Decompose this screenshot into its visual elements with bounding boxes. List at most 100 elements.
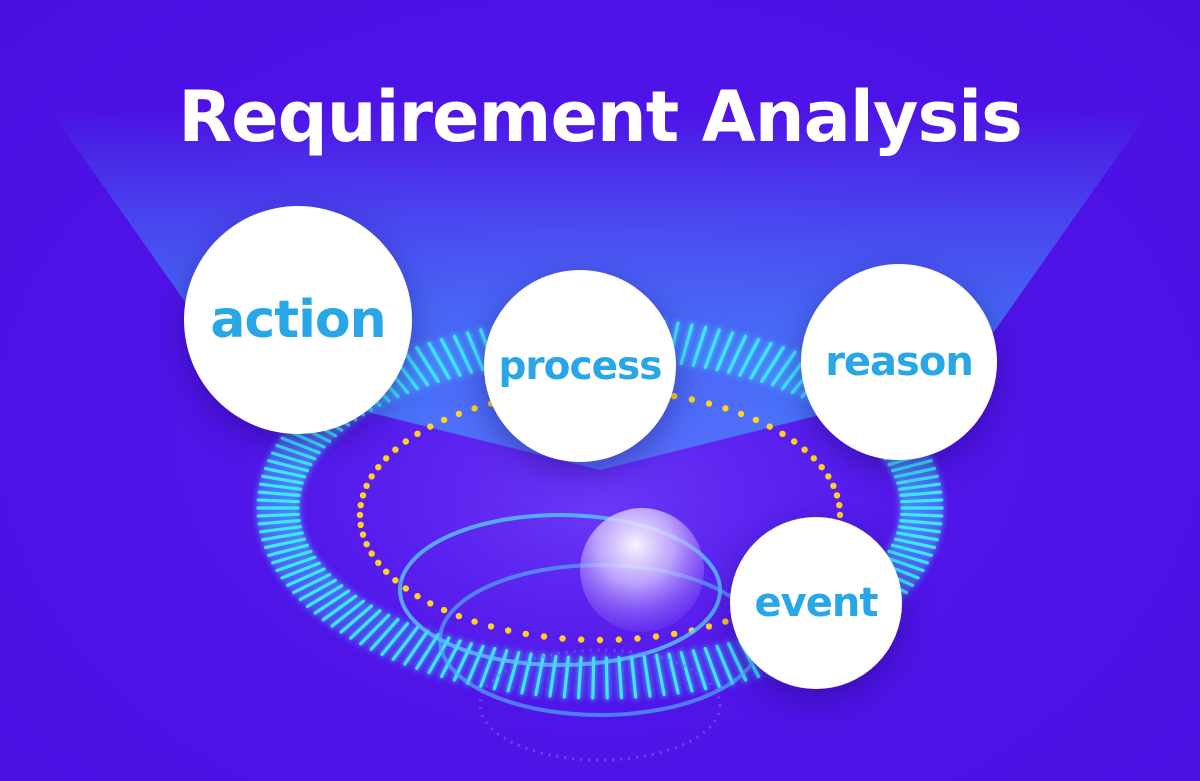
tick-mark bbox=[679, 650, 694, 693]
yellow-dot bbox=[737, 410, 745, 418]
yellow-dot bbox=[383, 568, 390, 575]
tick-mark bbox=[883, 555, 925, 573]
yellow-dot bbox=[471, 618, 478, 625]
tick-mark bbox=[893, 466, 937, 479]
yellow-dot bbox=[402, 438, 409, 445]
tick-mark bbox=[263, 537, 307, 550]
tick-mark bbox=[259, 482, 302, 491]
yellow-dot bbox=[440, 606, 448, 614]
yellow-dot bbox=[705, 623, 713, 630]
tick-mark bbox=[887, 549, 930, 565]
event-label: event bbox=[754, 580, 879, 626]
tick-mark bbox=[380, 621, 410, 657]
yellow-dot bbox=[357, 502, 364, 509]
yellow-dot bbox=[455, 612, 463, 620]
yellow-dot bbox=[688, 396, 695, 403]
yellow-dot bbox=[392, 577, 399, 584]
yellow-dot bbox=[363, 482, 370, 489]
yellow-dot bbox=[375, 559, 382, 566]
process-label: process bbox=[498, 343, 663, 389]
tick-mark bbox=[286, 567, 326, 587]
tick-mark bbox=[890, 543, 933, 557]
tick-mark bbox=[427, 341, 451, 380]
tick-mark bbox=[492, 649, 509, 691]
tick-mark bbox=[738, 338, 761, 377]
action-label: action bbox=[210, 290, 386, 350]
tick-mark bbox=[520, 652, 533, 695]
yellow-dot bbox=[375, 464, 382, 471]
yellow-dot bbox=[471, 405, 478, 412]
tick-mark bbox=[629, 655, 638, 699]
yellow-dot bbox=[779, 430, 786, 437]
tick-mark bbox=[465, 331, 485, 372]
tick-mark bbox=[703, 328, 721, 369]
tick-mark bbox=[369, 617, 400, 651]
yellow-dot bbox=[414, 593, 421, 600]
center-orb bbox=[580, 508, 704, 632]
yellow-dot bbox=[634, 635, 641, 642]
tick-mark bbox=[313, 589, 351, 615]
yellow-dot bbox=[383, 455, 390, 462]
tick-mark bbox=[899, 490, 943, 497]
reason-bubble: reason bbox=[801, 264, 997, 460]
tick-mark bbox=[256, 498, 300, 504]
yellow-dot bbox=[359, 531, 367, 538]
tick-mark bbox=[900, 498, 944, 504]
tick-mark bbox=[349, 609, 382, 640]
yellow-dot bbox=[752, 416, 760, 424]
tick-mark bbox=[261, 531, 304, 542]
tick-mark bbox=[280, 561, 321, 580]
tick-mark bbox=[403, 350, 430, 387]
tick-mark bbox=[263, 466, 307, 479]
tick-mark bbox=[298, 578, 337, 602]
reason-label: reason bbox=[825, 339, 974, 385]
yellow-dot bbox=[402, 585, 409, 592]
tick-mark bbox=[890, 459, 933, 473]
yellow-dot bbox=[414, 430, 421, 437]
process-bubble: process bbox=[484, 270, 676, 462]
tick-mark bbox=[897, 482, 941, 491]
tick-mark bbox=[760, 346, 785, 383]
tick-mark bbox=[359, 613, 391, 646]
yellow-dot bbox=[578, 636, 585, 643]
yellow-dot bbox=[522, 630, 529, 638]
yellow-dot bbox=[830, 482, 837, 489]
tick-mark bbox=[896, 531, 939, 542]
tick-mark bbox=[691, 649, 708, 691]
tick-mark bbox=[715, 331, 735, 372]
tick-mark bbox=[479, 646, 497, 688]
yellow-dot bbox=[615, 636, 622, 643]
tick-mark bbox=[691, 325, 708, 367]
yellow-dot bbox=[722, 405, 729, 412]
yellow-dot bbox=[487, 623, 495, 630]
tick-mark bbox=[896, 474, 939, 485]
tick-mark bbox=[604, 656, 609, 700]
tick-mark bbox=[261, 474, 304, 485]
tick-mark bbox=[749, 341, 773, 380]
yellow-dot bbox=[392, 446, 399, 453]
tick-mark bbox=[452, 334, 473, 374]
tick-mark bbox=[330, 599, 365, 628]
yellow-dot bbox=[505, 627, 512, 634]
tick-mark bbox=[897, 525, 941, 534]
yellow-dot bbox=[363, 541, 370, 548]
action-bubble: action bbox=[184, 206, 412, 434]
tick-mark bbox=[703, 646, 721, 688]
yellow-dot bbox=[427, 423, 434, 430]
tick-mark bbox=[305, 584, 344, 609]
tick-mark bbox=[259, 525, 302, 534]
tick-mark bbox=[893, 537, 937, 550]
tick-mark bbox=[267, 459, 310, 473]
tick-mark bbox=[257, 490, 301, 497]
yellow-dot bbox=[791, 438, 798, 445]
tick-mark bbox=[770, 350, 797, 387]
tick-mark bbox=[534, 653, 546, 697]
yellow-dot bbox=[359, 492, 367, 499]
tick-mark bbox=[391, 625, 419, 661]
event-bubble: event bbox=[730, 517, 902, 689]
tick-mark bbox=[280, 436, 321, 455]
yellow-dot bbox=[440, 416, 448, 424]
tick-mark bbox=[679, 323, 694, 366]
tick-mark bbox=[726, 334, 748, 374]
